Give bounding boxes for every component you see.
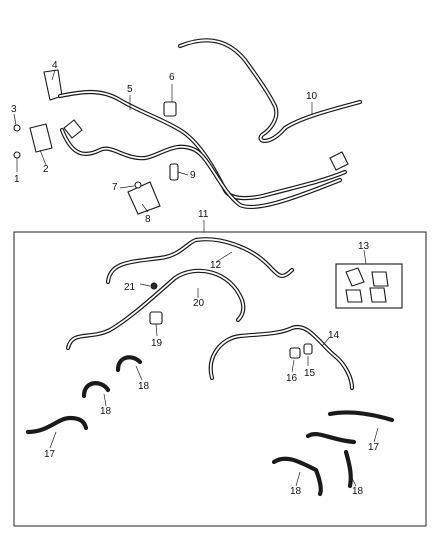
clip-19[interactable] — [149, 311, 163, 325]
callout-5: 5 — [127, 84, 133, 95]
nut-7[interactable] — [134, 181, 142, 189]
connector-5a[interactable] — [63, 119, 83, 139]
fuel-line-18b[interactable] — [81, 381, 111, 399]
callout-4: 4 — [52, 60, 58, 71]
callout-21: 21 — [124, 282, 136, 293]
callout-12: 12 — [210, 260, 222, 271]
fuel-line-10[interactable] — [177, 38, 363, 143]
callout-13: 13 — [358, 241, 370, 252]
callout-2: 2 — [43, 164, 49, 175]
fuel-line-17b[interactable] — [327, 410, 395, 423]
fuel-line-5[interactable] — [57, 89, 348, 201]
clip-6[interactable] — [163, 101, 177, 117]
nut-21[interactable] — [150, 282, 158, 290]
callout-3: 3 — [11, 104, 17, 115]
clip-13d[interactable] — [369, 287, 387, 303]
clip-set-13[interactable] — [335, 263, 403, 309]
callout-20: 20 — [193, 298, 205, 309]
upper-fuel-line-assembly — [13, 38, 363, 215]
fuel-line-18a[interactable] — [115, 355, 143, 373]
clip-16[interactable] — [289, 347, 301, 359]
callout-9: 9 — [190, 170, 196, 181]
callout-labels: 1 2 3 4 5 6 7 8 9 10 11 12 13 14 15 16 1… — [11, 60, 380, 497]
callout-17a: 17 — [44, 449, 56, 460]
fuel-line-17a[interactable] — [25, 415, 89, 435]
lower-leader-lines — [49, 249, 379, 487]
clip-13a[interactable] — [345, 267, 365, 287]
bolt-3[interactable] — [13, 124, 21, 132]
callout-16: 16 — [286, 373, 298, 384]
bracket-2[interactable] — [29, 123, 53, 153]
callout-14: 14 — [328, 330, 340, 341]
callout-18c: 18 — [290, 486, 302, 497]
fuel-line-18e[interactable] — [343, 449, 353, 489]
bracket-8[interactable] — [127, 181, 161, 215]
callout-6: 6 — [169, 72, 175, 83]
callout-19: 19 — [151, 338, 163, 349]
fuel-line-20[interactable] — [65, 268, 246, 351]
fuel-line-18c[interactable] — [305, 432, 357, 445]
callout-15: 15 — [304, 368, 316, 379]
callout-18a: 18 — [138, 381, 150, 392]
callout-11: 11 — [198, 209, 209, 220]
callout-18d: 18 — [352, 486, 364, 497]
callout-7: 7 — [112, 182, 118, 193]
callout-8: 8 — [145, 214, 151, 225]
lower-fuel-line-kit — [25, 237, 403, 497]
kit-frame — [13, 231, 427, 527]
callout-17b: 17 — [368, 442, 380, 453]
clip-9[interactable] — [169, 163, 179, 181]
upper-leader-lines — [13, 69, 313, 213]
callout-10: 10 — [306, 91, 318, 102]
clip-13b[interactable] — [371, 271, 389, 287]
clip-15[interactable] — [303, 343, 313, 355]
nut-1[interactable] — [13, 151, 21, 159]
callout-1: 1 — [14, 174, 20, 185]
clip-13c[interactable] — [345, 289, 363, 303]
connector-10a[interactable] — [329, 151, 349, 171]
callout-18b: 18 — [100, 406, 112, 417]
fuel-line-18d[interactable] — [271, 456, 323, 497]
